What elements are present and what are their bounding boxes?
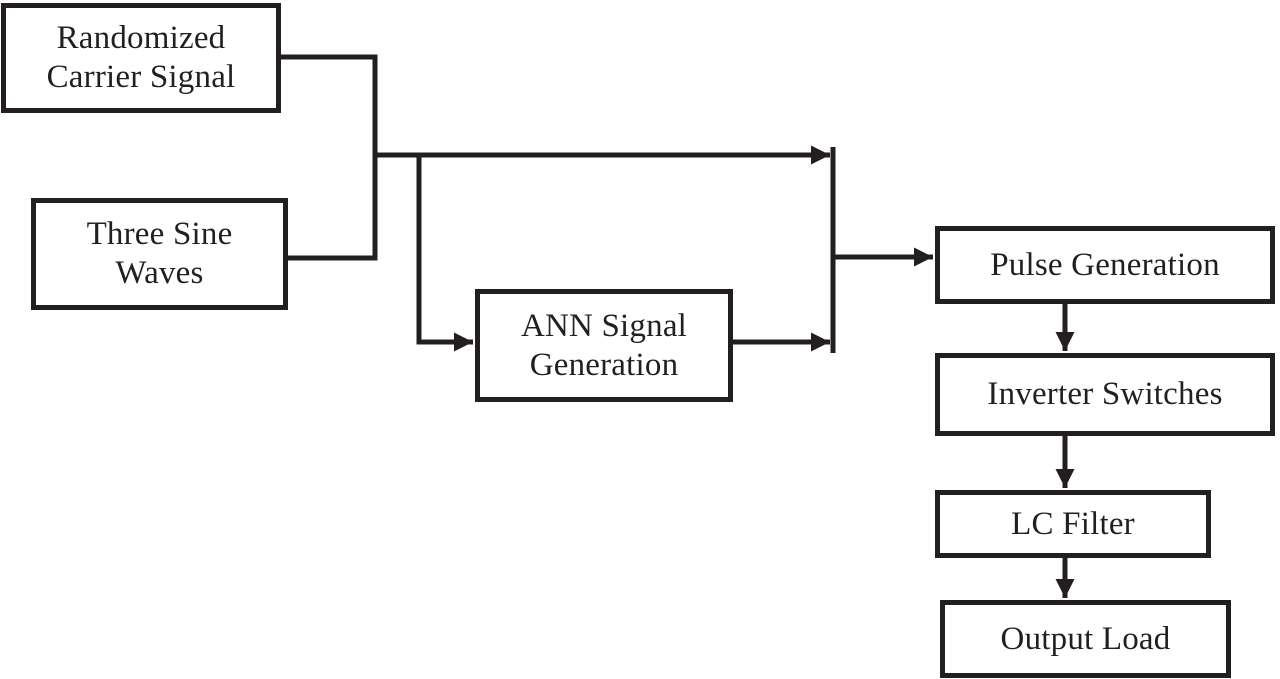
node-randomized-carrier-signal-label: Randomized Carrier Signal — [46, 20, 236, 95]
node-ann-signal-generation: ANN Signal Generation — [475, 289, 733, 402]
node-pulse-generation-label: Pulse Generation — [990, 246, 1220, 283]
connector-branch-to-ann — [416, 155, 473, 352]
node-lc-filter-label: LC Filter — [1011, 505, 1135, 542]
node-randomized-carrier-signal: Randomized Carrier Signal — [1, 3, 281, 113]
node-three-sine-waves: Three Sine Waves — [31, 198, 288, 310]
node-pulse-generation: Pulse Generation — [935, 226, 1275, 304]
node-ann-signal-generation-label: ANN Signal Generation — [520, 307, 688, 383]
connector-carrier-sine-merge — [281, 54, 378, 261]
node-inverter-switches-label: Inverter Switches — [987, 376, 1223, 413]
node-output-load: Output Load — [940, 600, 1231, 678]
node-inverter-switches: Inverter Switches — [935, 353, 1275, 436]
node-three-sine-waves-label: Three Sine Waves — [86, 216, 233, 291]
node-output-load-label: Output Load — [1000, 620, 1171, 657]
node-lc-filter: LC Filter — [935, 490, 1211, 558]
